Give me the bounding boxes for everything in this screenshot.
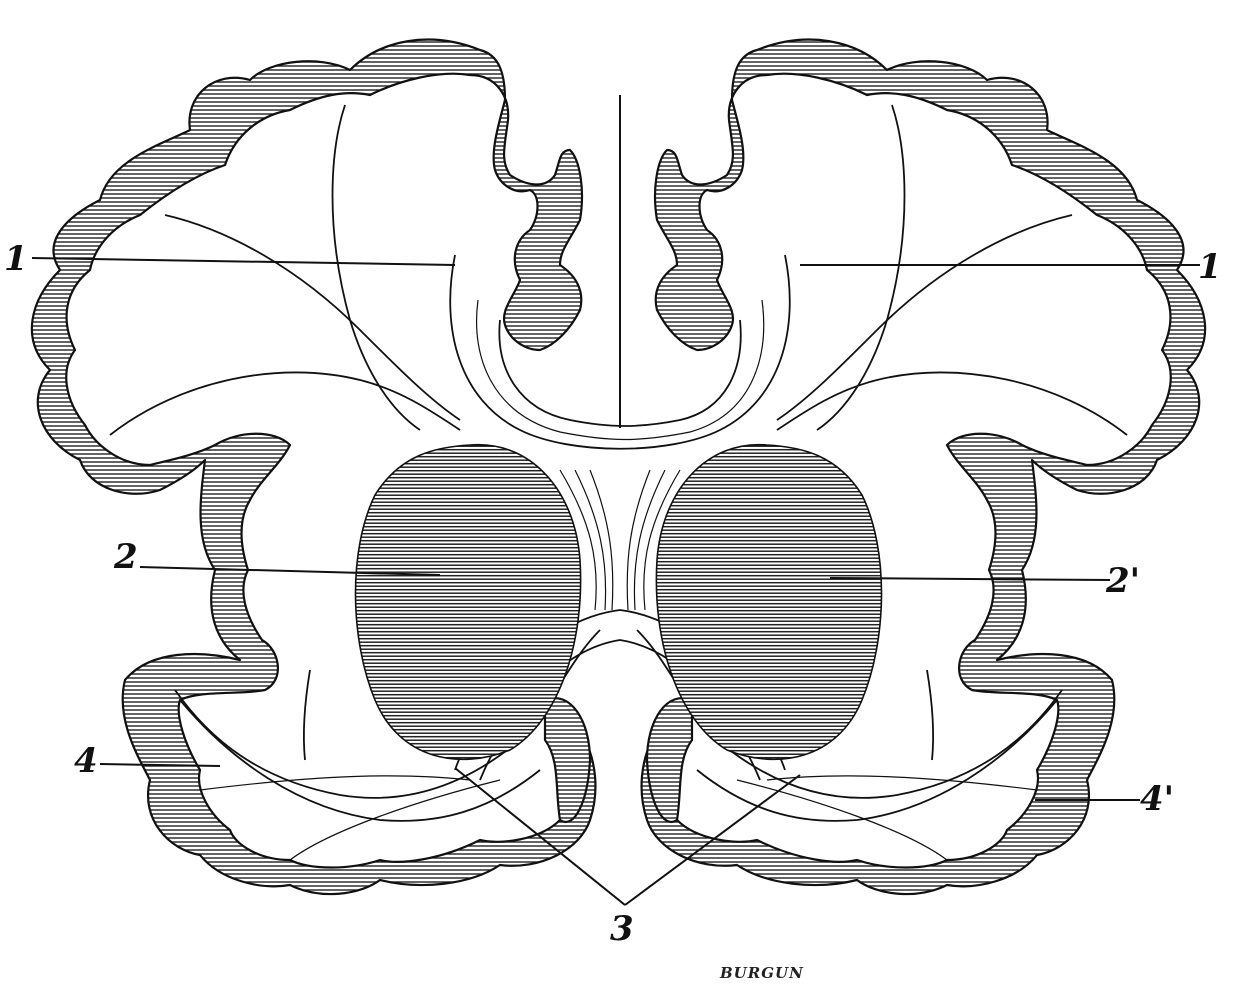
- right-corona-fiber-2: [777, 215, 1072, 420]
- label-upper-right: 1: [1198, 247, 1222, 287]
- label-bottom-center: 3: [610, 909, 634, 949]
- label-upper-left: 1: [4, 239, 28, 279]
- label-lower-right: 4': [1140, 779, 1174, 819]
- right-nucleus: [656, 445, 881, 760]
- left-corona-fiber-3: [110, 372, 460, 435]
- right-stem-line: [927, 670, 933, 760]
- septum-left-3: [590, 470, 613, 610]
- left-temporal-fold: [545, 698, 590, 822]
- left-corona-fiber-1: [333, 105, 421, 430]
- right-temporal-fold: [647, 698, 692, 822]
- left-capsule-line-3: [200, 776, 470, 790]
- leader-bottom-left: [455, 768, 625, 905]
- label-lower-left: 4: [74, 741, 98, 781]
- label-middle-left: 2: [113, 537, 138, 577]
- leader-upper-left: [32, 258, 455, 265]
- label-middle-right: 2': [1105, 561, 1140, 601]
- right-capsule-line-3: [767, 776, 1037, 790]
- left-corona-fiber-2: [165, 215, 460, 420]
- engraver-signature: BURGUN: [719, 964, 804, 982]
- septum-right-3: [627, 470, 650, 610]
- left-stem-line: [304, 670, 310, 760]
- right-corona-fiber-3: [777, 372, 1127, 435]
- left-nucleus: [355, 445, 580, 760]
- right-corona-fiber-1: [817, 105, 905, 430]
- leader-lower-left: [100, 764, 220, 766]
